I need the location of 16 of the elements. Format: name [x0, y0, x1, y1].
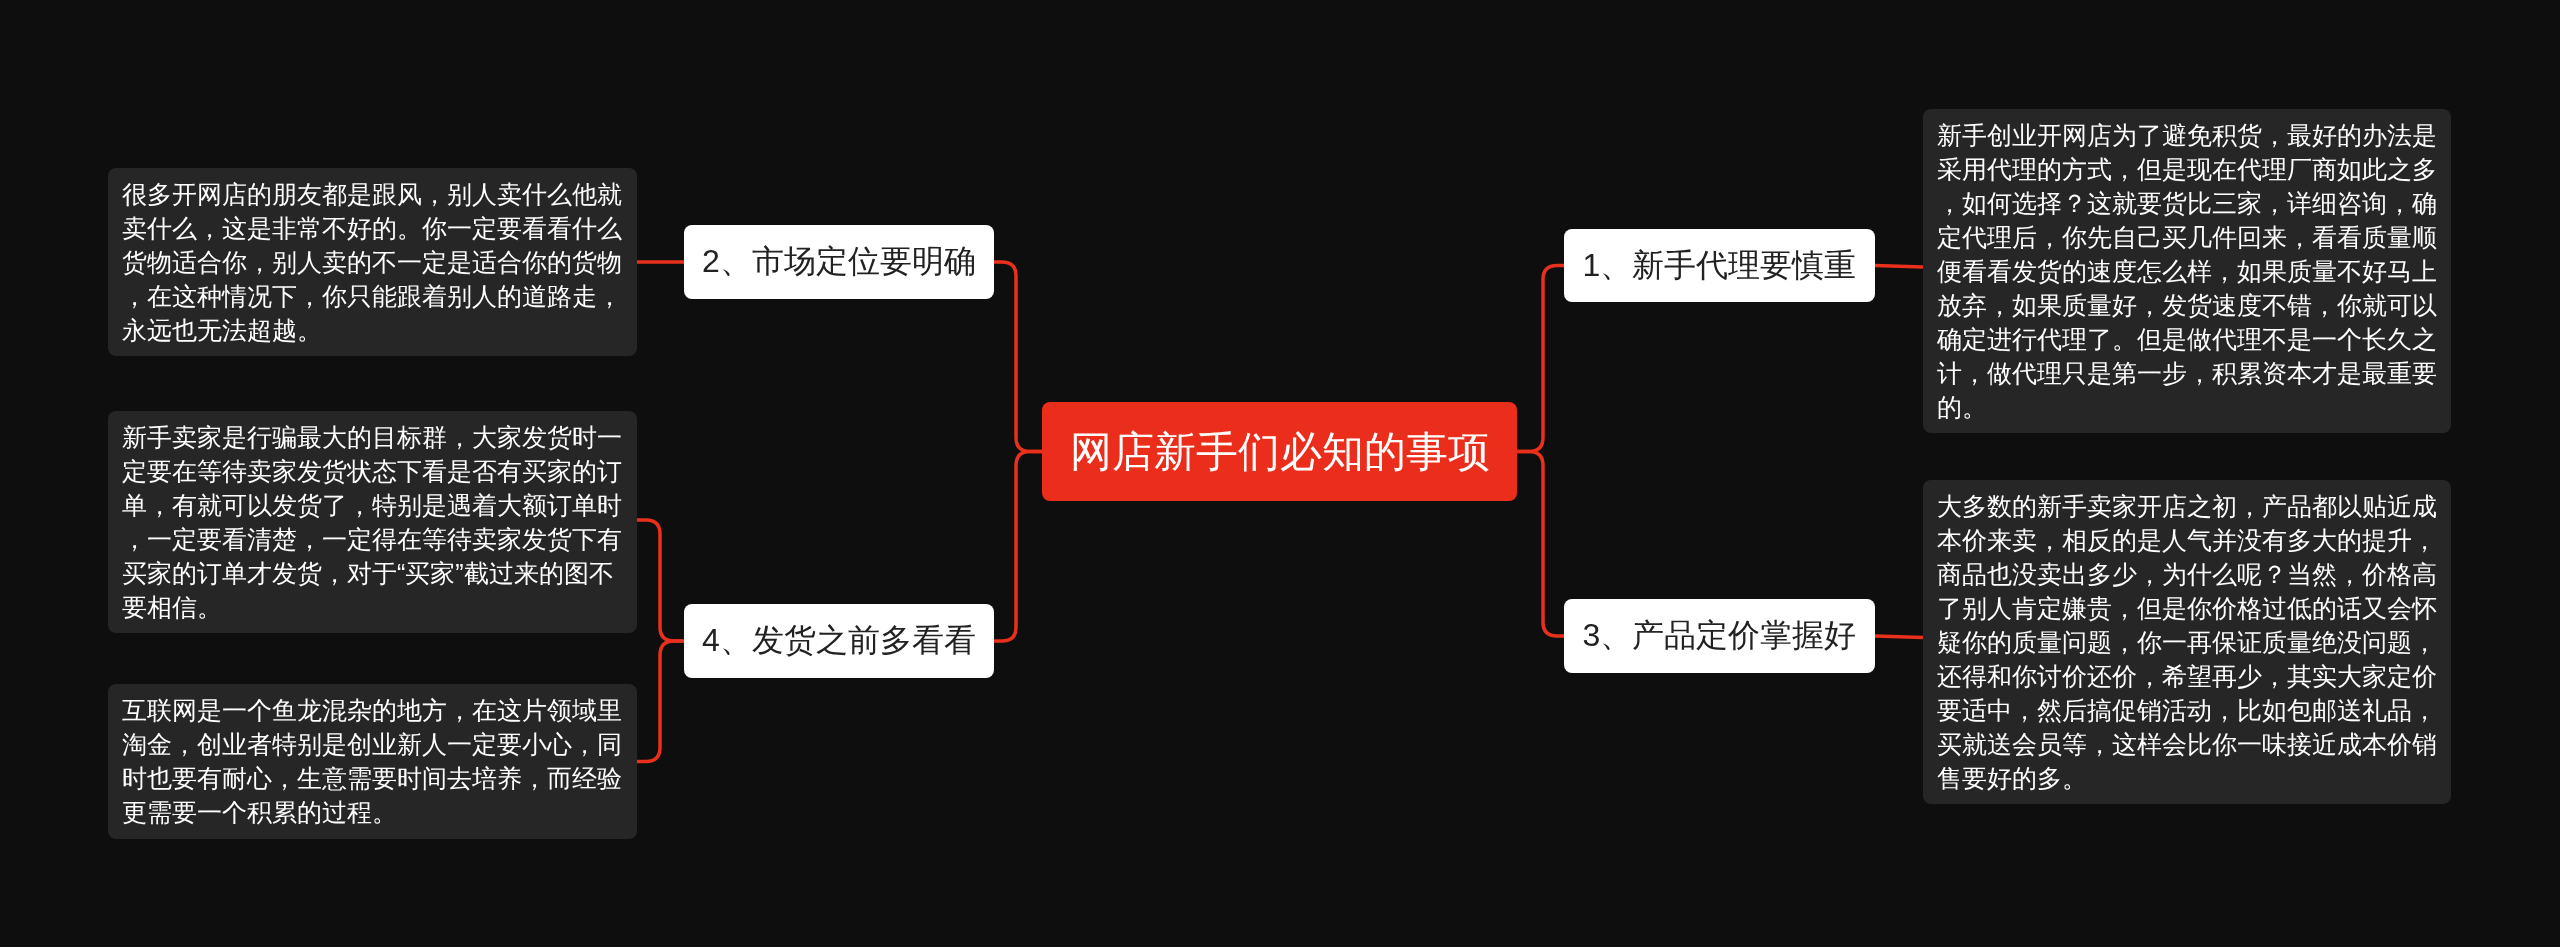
note-box: 互联网是一个鱼龙混杂的地方，在这片领域里淘金，创业者特别是创业新人一定要小心，同时也要有耐心，生意需要时间去培养，而经验更需要一个积累的过程。 [108, 684, 637, 839]
connector-line [1874, 634, 1924, 640]
branch-box: 4、发货之前多看看 [684, 604, 994, 678]
note-box: 大多数的新手卖家开店之初，产品都以贴近成本价来卖，相反的是人气并没有多大的提升，商品也没卖出多少，为什么呢？当然，价格高了别人肯定嫌贵，但是你价格过低的话又会怀疑你的质量问题，你一再保证质量绝没问题，还得和你讨价还价，希望再少，其实大家定价要适中，然后搞促销活动，比如包邮送礼品，买就送会员等，这样会比你一味接近成本价销售要好的多。 [1923, 480, 2451, 804]
connector-line [637, 260, 684, 264]
connector-line [1874, 263, 1924, 269]
branch-box: 1、新手代理要慎重 [1564, 229, 1875, 302]
connector-line [994, 449, 1042, 643]
note-box: 很多开网店的朋友都是跟风，别人卖什么他就卖什么，这是非常不好的。你一定要看看什么货物适合你，别人卖的不一定是适合你的货物，在这种情况下，你只能跟着别人的道路走，永远也无法超越。 [108, 168, 637, 356]
note-box: 新手卖家是行骗最大的目标群，大家发货时一定要在等待卖家发货状态下看是否有买家的订单，有就可以发货了，特别是遇着大额订单时，一定要看清楚，一定得在等待卖家发货下有买家的订单才发货，对于“买家”截过来的图不要相信。 [108, 411, 637, 633]
connector-line [637, 639, 684, 764]
connector-line [1517, 449, 1564, 638]
branch-box: 3、产品定价掌握好 [1564, 599, 1875, 673]
branch-box: 2、市场定位要明确 [684, 225, 994, 299]
topic-box: 网店新手们必知的事项 [1042, 402, 1517, 501]
note-box: 新手创业开网店为了避免积货，最好的办法是采用代理的方式，但是现在代理厂商如此之多，如何选择？这就要货比三家，详细咨询，确定代理后，你先自己买几件回来，看看质量顺便看看发货的速度怎么样，如果质量不好马上放弃，如果质量好，发货速度不错，你就可以确定进行代理了。但是做代理不是一个长久之计，做代理只是第一步，积累资本才是最重要的。 [1923, 109, 2451, 433]
